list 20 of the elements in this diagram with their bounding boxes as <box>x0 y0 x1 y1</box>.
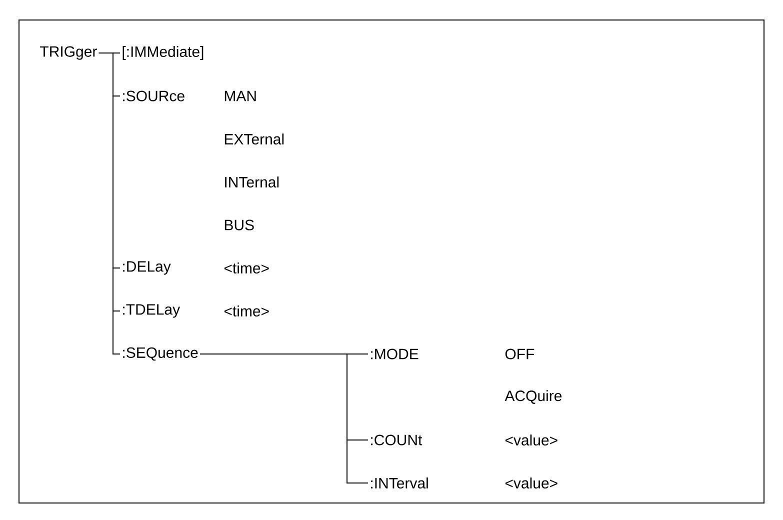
parameter-text: MAN <box>224 90 256 102</box>
command-text: TRIGger <box>40 46 97 60</box>
parameter-text: ACQuire <box>504 390 562 404</box>
parameter-text: <time> <box>224 306 269 316</box>
parameter-text: OFF <box>505 348 534 360</box>
command-text: :SEQuence <box>123 347 198 361</box>
command-text: :TDELay <box>123 304 180 318</box>
command-text: [:IMMediate] <box>122 46 204 60</box>
parameter-text: <time> <box>224 262 269 274</box>
command-text: :DELay <box>123 261 171 275</box>
parameter-text: INTernal <box>225 176 279 188</box>
command-text: :COUNt <box>371 434 422 446</box>
connector-line <box>200 354 368 484</box>
command-text: :SOURce <box>123 90 184 102</box>
parameter-text: <value> <box>505 434 558 446</box>
parameter-text: <value> <box>505 478 558 488</box>
command-text: :MODE <box>371 348 418 360</box>
parameter-text: BUS <box>224 220 254 230</box>
parameter-text: EXTernal <box>224 134 284 144</box>
command-text: :INTerval <box>371 478 428 488</box>
